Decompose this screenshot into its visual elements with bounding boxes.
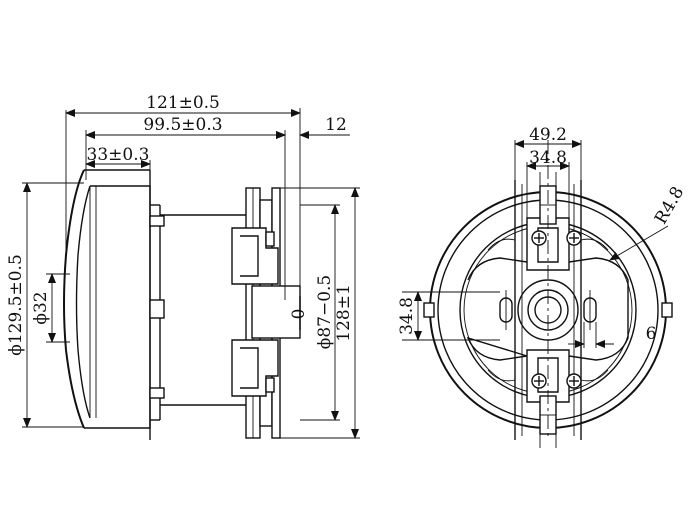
shaft-length-label: 12 [325, 115, 347, 135]
screw-bottom-left [531, 373, 547, 389]
end-view: 49.2 34.8 R4.8 34.8 6 [397, 125, 688, 448]
fan-cover-length-label: 33±0.3 [87, 145, 150, 165]
body-length-label: 99.5±0.3 [143, 115, 222, 135]
overall-length-label: 121±0.5 [146, 93, 220, 113]
screw-top-left [531, 230, 547, 246]
motor-diameter-label: ϕ87−0.5 [315, 275, 335, 350]
bracket-height-label: 128±1 [334, 284, 354, 342]
slot-width-label: 6 [646, 324, 657, 344]
motor-body [160, 187, 301, 439]
corner-radius-label: R4.8 [651, 183, 688, 228]
screw-bottom-right [566, 373, 582, 389]
fan-cover-outline [63, 169, 85, 429]
slot-inner-width-label: 34.8 [529, 148, 567, 168]
slot-outer-width-label: 49.2 [529, 125, 567, 145]
fan-diameter-label: ϕ129.5±0.5 [6, 254, 26, 356]
slot-height-label: 34.8 [397, 297, 417, 335]
inlet-diameter-label: ϕ32 [31, 291, 51, 324]
screw-top-right [566, 230, 582, 246]
side-view: 121±0.5 99.5±0.3 12 33±0.3 ϕ129.5±0.5 ϕ3… [6, 93, 360, 440]
motor-tolerance-label: 0 [289, 309, 309, 320]
